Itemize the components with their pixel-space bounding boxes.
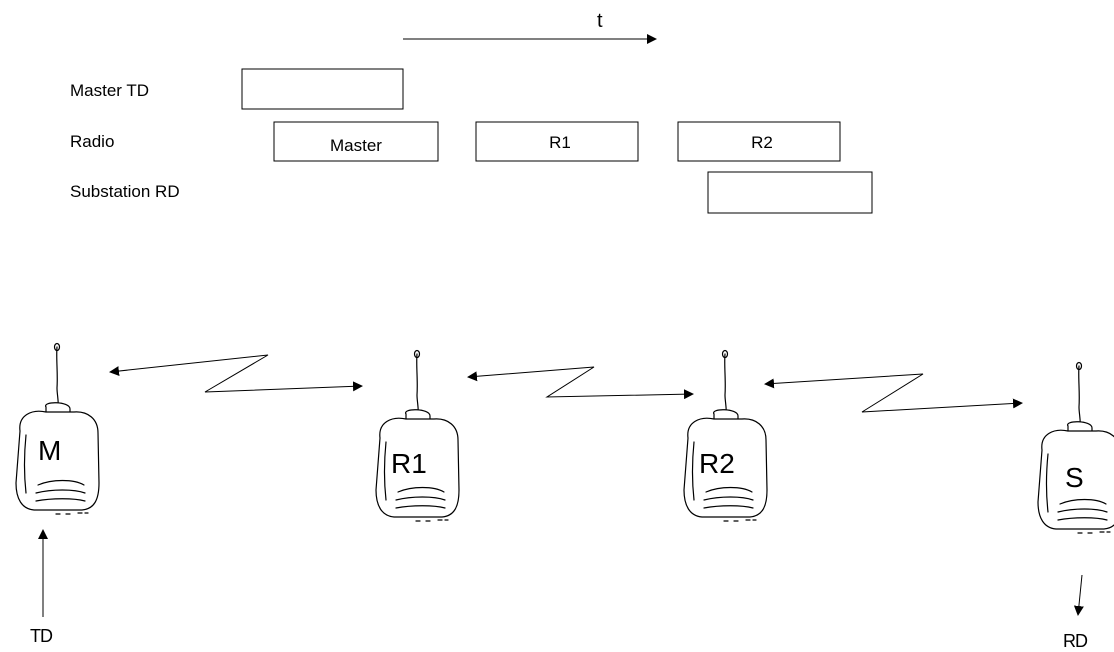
time-axis-label: t bbox=[597, 10, 603, 32]
radio-name-r1: R1 bbox=[391, 448, 427, 479]
radio-unit-master: M bbox=[15, 342, 100, 515]
antenna-icon bbox=[724, 353, 727, 417]
substation-rd-slot bbox=[707, 171, 873, 214]
wireless-link-r1-r2 bbox=[467, 366, 694, 400]
row-label-radio: Radio bbox=[70, 132, 114, 151]
radio-unit-substation: S bbox=[1037, 361, 1114, 534]
radio-slot-r1-label: R1 bbox=[549, 133, 571, 152]
speaker-grille-icon bbox=[35, 479, 86, 502]
radio-body bbox=[1037, 429, 1114, 530]
wireless-link-m-r1 bbox=[109, 354, 363, 393]
timeline: t Master TD Radio Substation RD Master R… bbox=[70, 10, 873, 214]
radio-name-m: M bbox=[38, 435, 61, 466]
radio-slot-r2 bbox=[677, 121, 841, 162]
radio-slot-r2-label: R2 bbox=[751, 133, 773, 152]
td-input-label: TD bbox=[30, 626, 53, 646]
radio-slot-master-label: Master bbox=[330, 136, 382, 155]
antenna-icon bbox=[416, 353, 419, 417]
radio-body bbox=[15, 410, 100, 511]
radio-body bbox=[375, 417, 460, 518]
radio-unit-r1: R1 bbox=[375, 349, 460, 522]
antenna-icon bbox=[56, 346, 59, 410]
radio-unit-r2: R2 bbox=[683, 349, 768, 522]
row-label-substation-rd: Substation RD bbox=[70, 182, 180, 201]
speaker-grille-icon bbox=[1057, 498, 1108, 521]
speaker-grille-icon bbox=[395, 486, 446, 509]
radio-name-s: S bbox=[1065, 462, 1084, 493]
master-td-slot bbox=[241, 68, 404, 110]
speaker-grille-icon bbox=[703, 486, 754, 509]
radio-name-r2: R2 bbox=[699, 448, 735, 479]
row-label-master-td: Master TD bbox=[70, 81, 149, 100]
radio-slot-master bbox=[273, 121, 439, 162]
rd-output-arrow bbox=[1073, 574, 1084, 616]
rd-output-label: RD bbox=[1063, 631, 1088, 651]
antenna-icon bbox=[1078, 365, 1081, 429]
radio-body bbox=[683, 417, 768, 518]
radio-slot-r1 bbox=[475, 121, 639, 162]
wireless-link-r2-s bbox=[764, 373, 1023, 413]
